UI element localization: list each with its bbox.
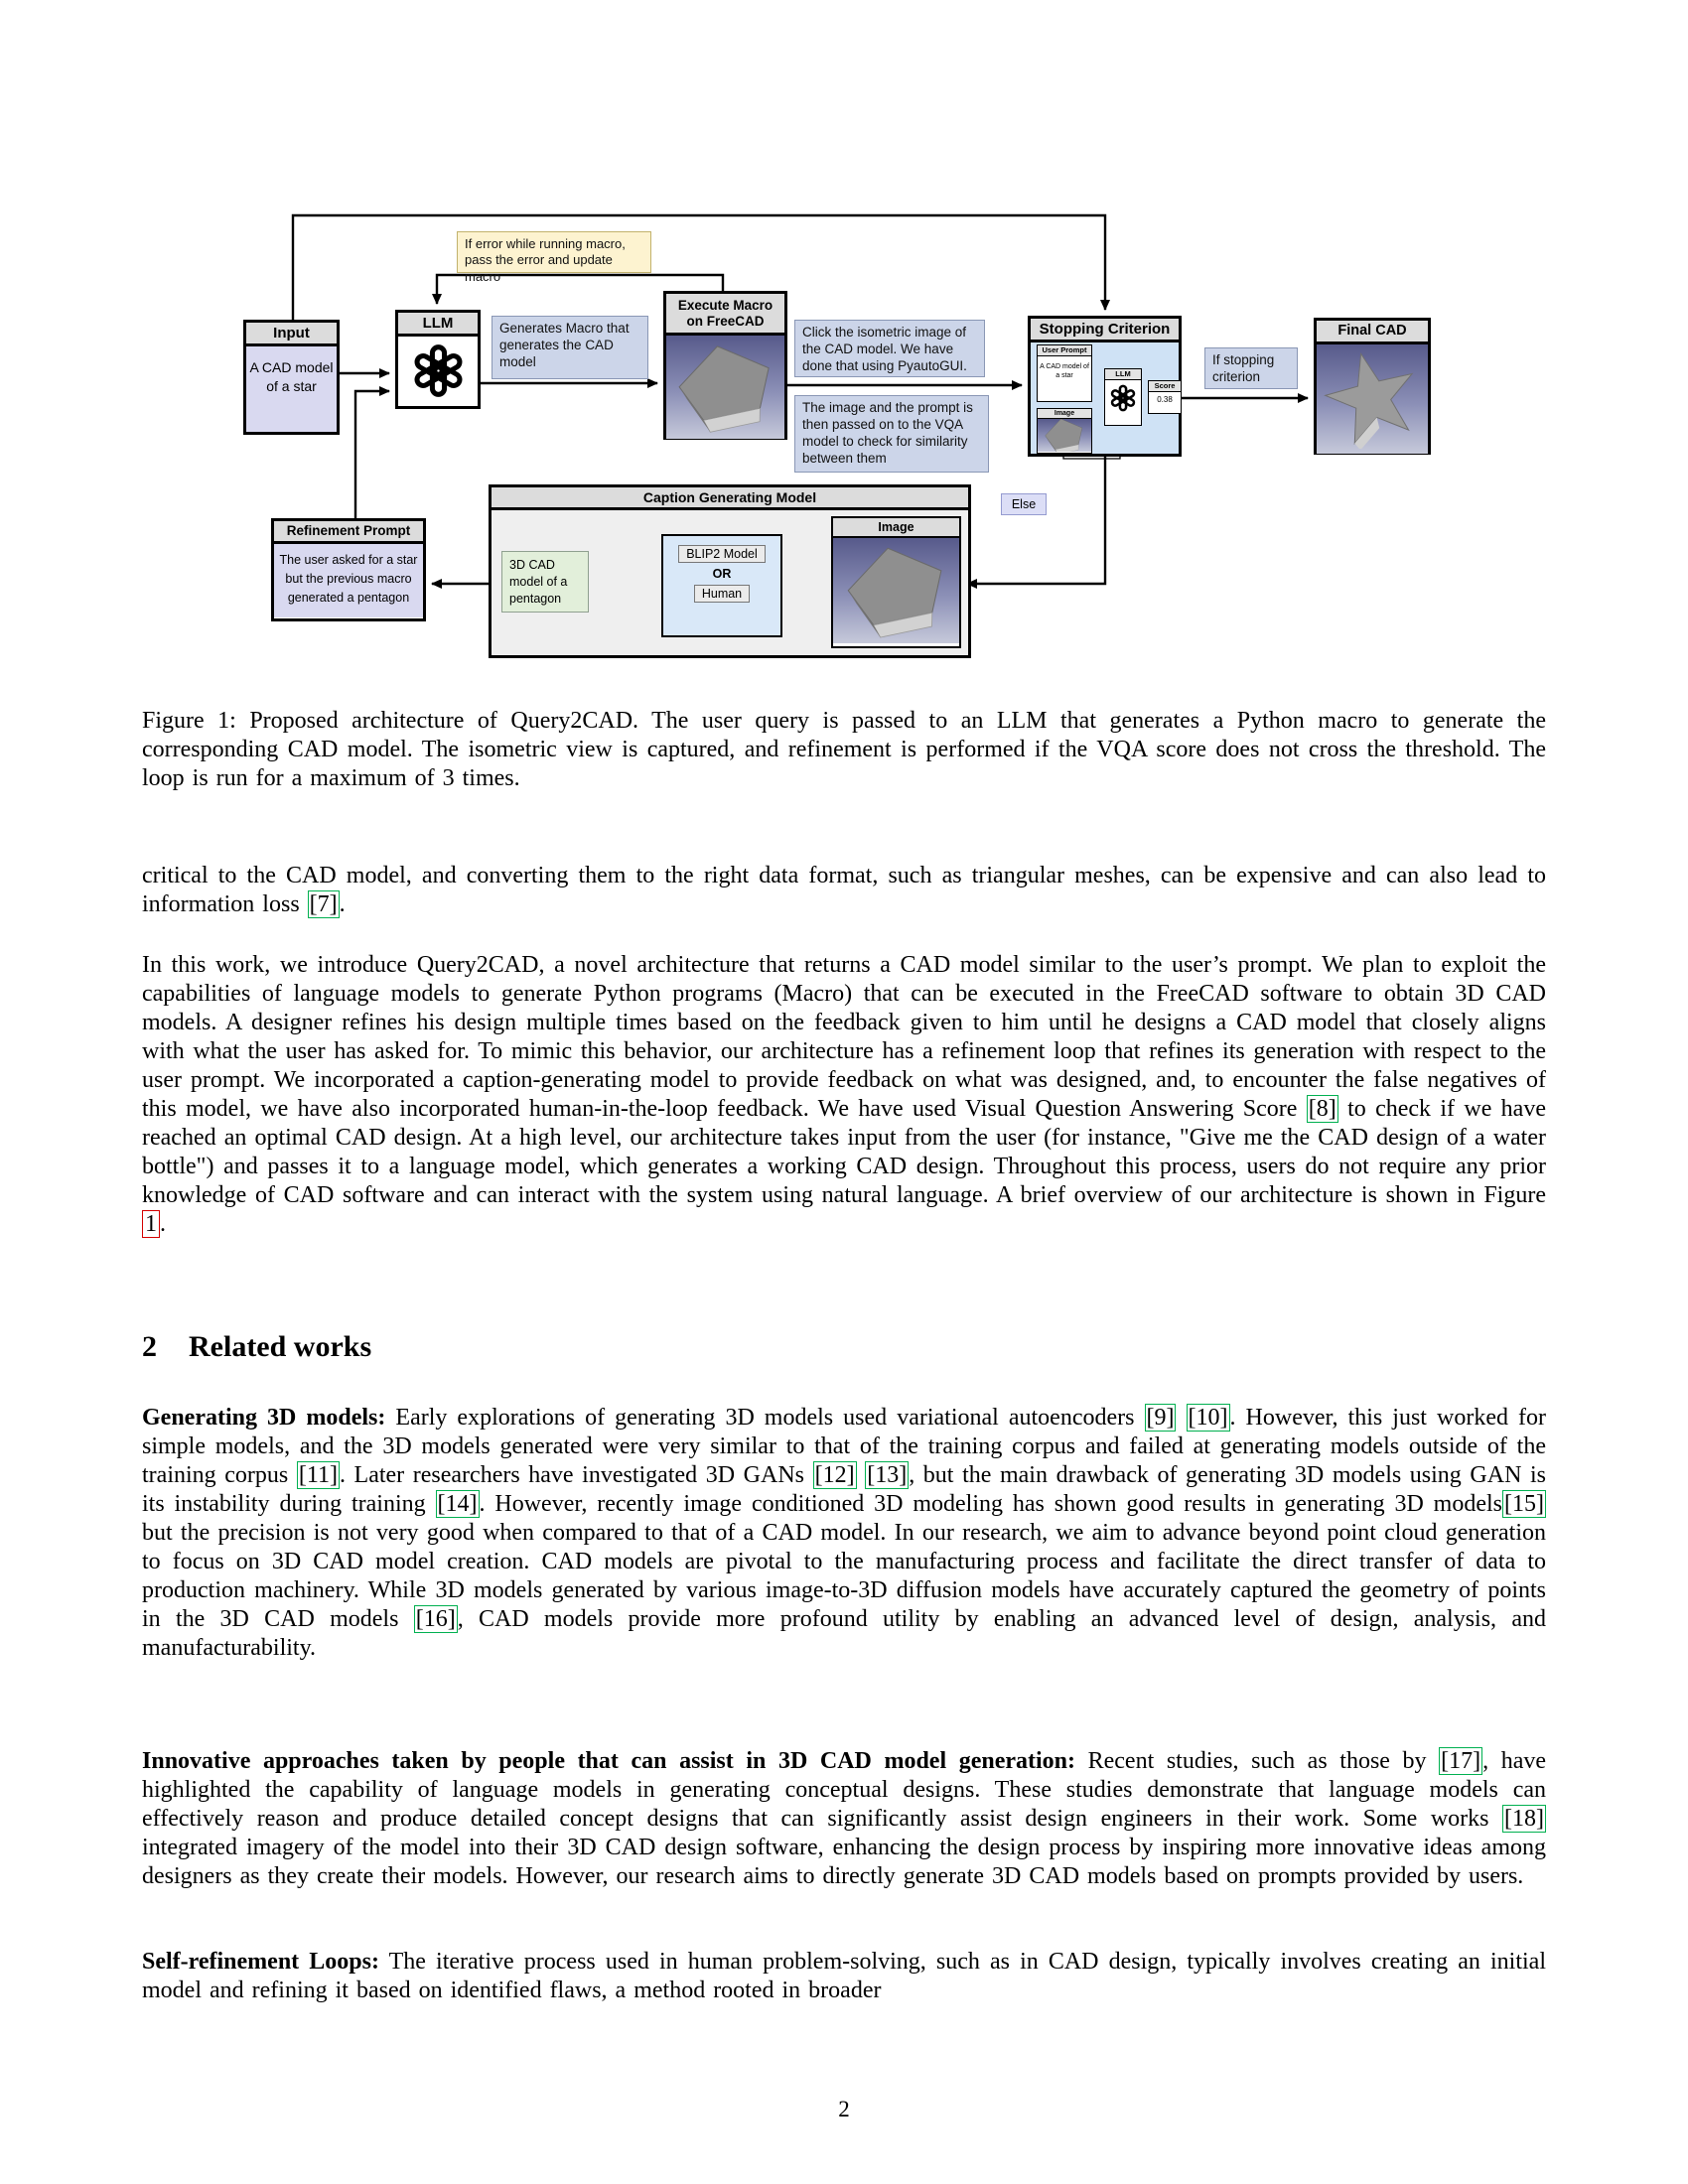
citation-link[interactable]: [18] xyxy=(1502,1805,1546,1833)
paragraph-information-loss: critical to the CAD model, and convertin… xyxy=(142,863,1546,918)
pentagon-caption-image xyxy=(833,538,959,644)
citation-link[interactable]: [7] xyxy=(307,890,340,918)
openai-logo-icon xyxy=(411,343,466,398)
figure-reference-link[interactable]: 1 xyxy=(142,1210,160,1238)
citation-link[interactable]: [14] xyxy=(435,1490,480,1518)
citation-link[interactable]: [13] xyxy=(865,1461,910,1489)
section-heading-related-works: 2 Related works xyxy=(142,1330,371,1364)
refinement-prompt-title: Refinement Prompt xyxy=(274,521,423,544)
caption-output-box: 3D CAD model of a pentagon xyxy=(501,551,589,613)
citation-link[interactable]: [8] xyxy=(1306,1095,1338,1123)
click-isometric-note: Click the isometric image of the CAD mod… xyxy=(794,320,985,377)
generates-macro-note: Generates Macro that generates the CAD m… xyxy=(492,316,648,379)
section-title: Related works xyxy=(189,1330,372,1363)
section-number: 2 xyxy=(142,1330,157,1363)
user-prompt-mini-title: User Prompt xyxy=(1038,345,1091,356)
llm-box-title: LLM xyxy=(398,313,478,338)
stopping-criterion-title: Stopping Criterion xyxy=(1031,319,1179,343)
or-label: OR xyxy=(712,567,732,581)
score-mini-box: Score 0.38 xyxy=(1148,380,1182,414)
citation-link[interactable]: [12] xyxy=(812,1461,857,1489)
openai-logo-mini-icon xyxy=(1109,384,1137,412)
caption-generating-model-title: Caption Generating Model xyxy=(492,487,968,511)
vqa-note: The image and the prompt is then passed … xyxy=(794,395,989,473)
citation-link[interactable]: [9] xyxy=(1144,1404,1177,1432)
paragraph-self-refinement-loops: Self-refinement Loops: The iterative pro… xyxy=(142,1949,1547,2003)
page-number: 2 xyxy=(838,2097,850,2121)
caption-image-title: Image xyxy=(833,518,959,539)
final-cad-box: Final CAD xyxy=(1314,318,1431,455)
figure-1-caption: Figure 1: Proposed architecture of Query… xyxy=(142,708,1546,791)
user-prompt-mini-box: User Prompt A CAD model of a star xyxy=(1037,344,1092,402)
star-cad-image xyxy=(1317,343,1428,454)
figure-1-architecture-diagram: If error while running macro, pass the e… xyxy=(0,0,1688,695)
pentagon-cad-image xyxy=(666,336,784,440)
image-mini-title: Image xyxy=(1038,409,1091,420)
image-mini-box: Image xyxy=(1037,408,1092,454)
paragraph-generating-3d-models: Generating 3D models: Early explorations… xyxy=(142,1404,1547,1661)
if-stopping-note: If stopping criterion xyxy=(1204,347,1298,389)
stopping-criterion-box: Stopping Criterion User Prompt A CAD mod… xyxy=(1028,316,1182,457)
refinement-prompt-box: Refinement Prompt The user asked for a s… xyxy=(271,518,426,621)
caption-generating-model-box: Caption Generating Model 3D CAD model of… xyxy=(489,484,971,658)
score-mini-title: Score xyxy=(1149,381,1181,392)
human-label: Human xyxy=(693,585,751,603)
paragraph-innovative-approaches: Innovative approaches taken by people th… xyxy=(142,1747,1547,1889)
blip2-model-label: BLIP2 Model xyxy=(678,545,766,563)
citation-link[interactable]: [17] xyxy=(1439,1747,1483,1775)
input-box-title: Input xyxy=(246,323,337,347)
citation-link[interactable]: [10] xyxy=(1186,1404,1230,1432)
llm-mini-box: LLM xyxy=(1104,368,1142,426)
execute-macro-box: Execute Macro on FreeCAD xyxy=(663,291,787,440)
input-box-body: A CAD model of a star xyxy=(246,346,337,433)
user-prompt-mini-body: A CAD model of a star xyxy=(1040,362,1089,380)
execute-macro-title: Execute Macro on FreeCAD xyxy=(666,294,784,337)
llm-mini-title: LLM xyxy=(1105,369,1141,380)
final-cad-title: Final CAD xyxy=(1317,321,1428,344)
error-note: If error while running macro, pass the e… xyxy=(457,231,651,284)
paragraph-introduction-query2cad: In this work, we introduce Query2CAD, a … xyxy=(142,952,1546,1238)
refinement-prompt-body: The user asked for a star but the previo… xyxy=(274,543,423,617)
citation-link[interactable]: [16] xyxy=(413,1605,458,1633)
caption-image-box: Image xyxy=(831,516,961,648)
pentagon-mini-image xyxy=(1044,419,1085,453)
llm-box: LLM xyxy=(395,310,481,409)
else-label: Else xyxy=(1001,493,1047,515)
score-value: 0.38 xyxy=(1157,394,1173,404)
citation-link[interactable]: [15] xyxy=(1502,1490,1546,1518)
blip2-or-human-box: BLIP2 Model OR Human xyxy=(661,534,782,637)
input-box: Input A CAD model of a star xyxy=(243,320,340,435)
citation-link[interactable]: [11] xyxy=(296,1461,340,1489)
